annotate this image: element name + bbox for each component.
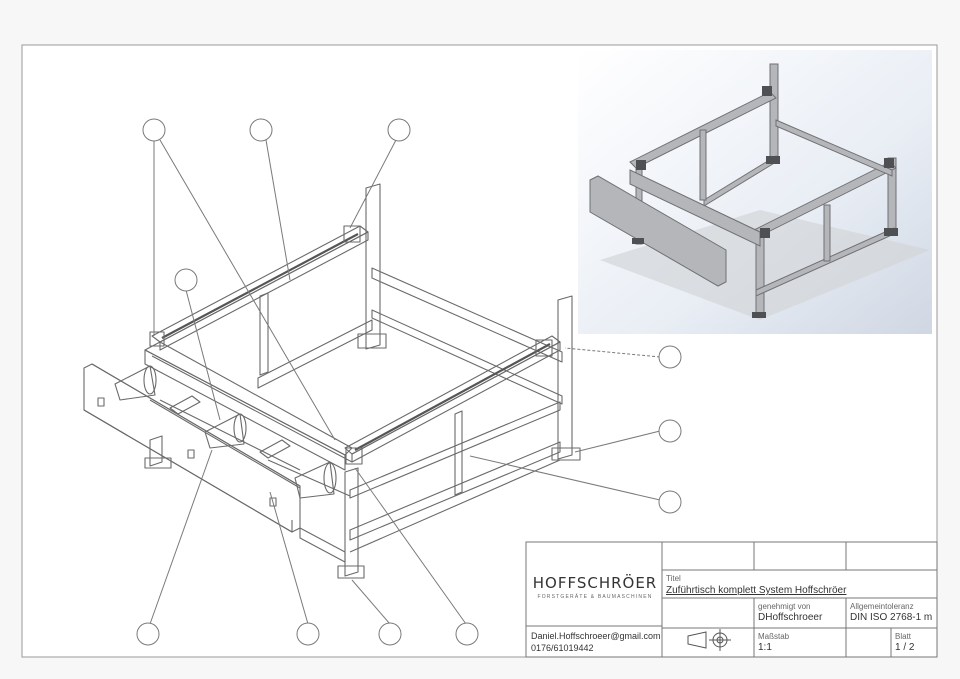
tolerance-value: DIN ISO 2768-1 m — [850, 612, 933, 623]
render-preview — [578, 50, 932, 334]
balloon-11 — [455, 622, 479, 646]
projection-symbol-icon — [687, 629, 731, 651]
approved-value: DHoffschroeer — [758, 612, 823, 623]
sheet-label: Blatt — [895, 632, 912, 641]
balloon-7 — [658, 490, 682, 514]
isometric-frame-drawing — [83, 183, 581, 579]
balloon-2 — [249, 118, 273, 142]
scale-label: Maßstab — [758, 632, 790, 641]
balloon-5 — [658, 345, 682, 369]
title-label: Titel — [666, 574, 681, 583]
approved-label: genehmigt von — [758, 602, 811, 611]
title-block-grid — [525, 541, 938, 658]
balloon-3 — [387, 118, 411, 142]
balloon-9 — [296, 622, 320, 646]
scale-value: 1:1 — [758, 642, 772, 653]
tolerance-label: Allgemeintoleranz — [850, 602, 914, 611]
contact-phone: 0176/61019442 — [531, 643, 594, 653]
callout-balloons — [136, 118, 682, 646]
balloon-8 — [136, 622, 160, 646]
company-logo-subtitle: FORSTGERÄTE & BAUMASCHINEN — [537, 594, 653, 600]
sheet-value: 1 / 2 — [895, 642, 915, 653]
contact-email: Daniel.Hoffschroeer@gmail.com — [531, 631, 661, 641]
balloon-1 — [142, 118, 166, 142]
balloon-10 — [378, 622, 402, 646]
balloon-6 — [658, 419, 682, 443]
balloon-4 — [174, 268, 198, 292]
title-value: Zuführtisch komplett System Hoffschröer — [666, 585, 847, 596]
company-logo: HOFFSCHRÖER — [532, 574, 658, 592]
